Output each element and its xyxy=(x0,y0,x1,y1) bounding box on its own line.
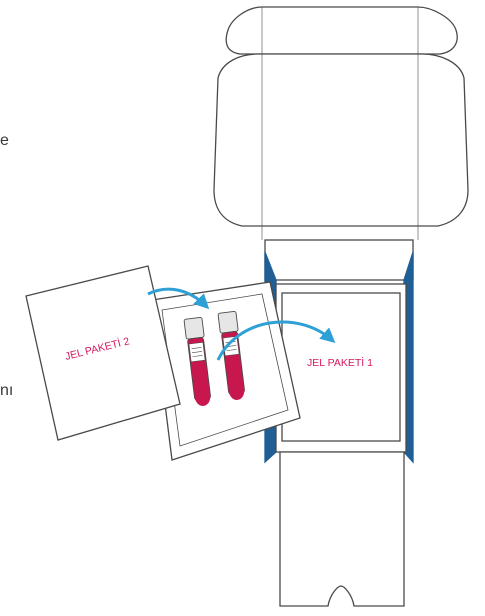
edge-text-fragment-top: e xyxy=(0,132,9,149)
box-top-flap xyxy=(225,6,458,55)
arrow-tray-to-box xyxy=(216,320,336,361)
tube-tray xyxy=(151,281,301,461)
blood-tube-1 xyxy=(183,316,211,406)
gel-pack-1-label: JEL PAKETİ 1 xyxy=(307,356,373,369)
box-back-wall xyxy=(264,239,414,281)
box-lid xyxy=(213,53,469,227)
arrow-gel-pack-2-to-tray xyxy=(147,287,210,310)
gel-pack-2 xyxy=(25,265,181,441)
gel-pack-1 xyxy=(281,292,401,442)
edge-text-fragment-bottom: nı xyxy=(0,382,14,399)
blood-tube-2 xyxy=(217,310,245,400)
shipping-box xyxy=(213,6,469,607)
box-front-panel xyxy=(279,451,405,607)
